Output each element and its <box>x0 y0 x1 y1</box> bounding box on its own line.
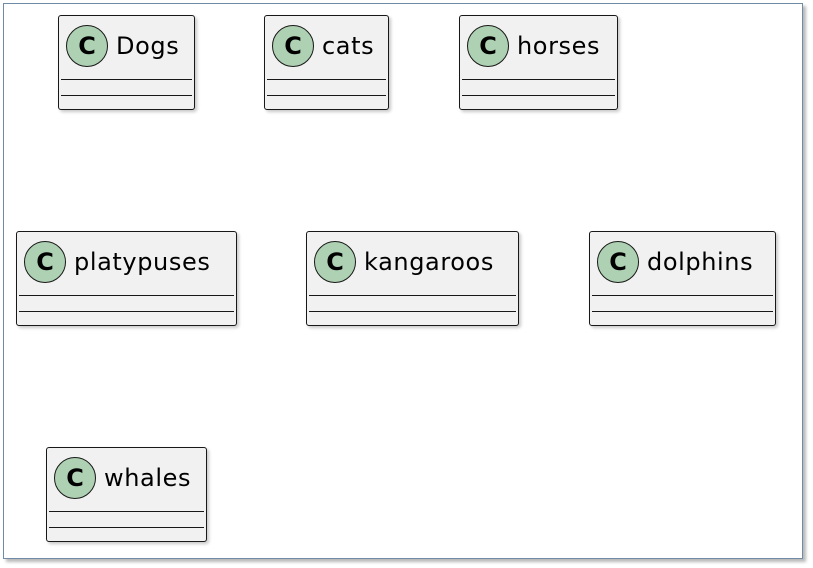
class-name: platypuses <box>74 248 211 276</box>
class-header: C platypuses <box>17 232 236 295</box>
class-name: dolphins <box>647 248 754 276</box>
class-horses[interactable]: C horses <box>459 15 618 110</box>
class-cats[interactable]: C cats <box>264 15 389 110</box>
class-badge-icon: C <box>54 457 96 499</box>
attributes-divider <box>462 79 615 80</box>
class-header: C kangaroos <box>307 232 518 295</box>
class-name: Dogs <box>116 32 180 60</box>
class-badge-icon: C <box>314 241 356 283</box>
class-platypuses[interactable]: C platypuses <box>16 231 237 326</box>
attributes-divider <box>49 511 204 512</box>
diagram-canvas: C Dogs C cats C horses C platypuses C <box>3 3 803 559</box>
class-name: kangaroos <box>364 248 494 276</box>
attributes-divider <box>267 79 386 80</box>
attributes-divider <box>309 295 516 296</box>
class-badge-icon: C <box>467 25 509 67</box>
attributes-divider <box>592 295 773 296</box>
class-whales[interactable]: C whales <box>46 447 207 542</box>
class-header: C cats <box>265 16 388 79</box>
class-header: C Dogs <box>59 16 194 79</box>
methods-divider <box>462 95 615 96</box>
methods-divider <box>309 311 516 312</box>
class-badge-icon: C <box>272 25 314 67</box>
class-header: C whales <box>47 448 206 511</box>
class-badge-icon: C <box>597 241 639 283</box>
class-badge-icon: C <box>24 241 66 283</box>
class-name: cats <box>322 32 375 60</box>
methods-divider <box>267 95 386 96</box>
attributes-divider <box>19 295 234 296</box>
class-name: horses <box>517 32 601 60</box>
class-header: C dolphins <box>590 232 775 295</box>
methods-divider <box>61 95 192 96</box>
class-badge-icon: C <box>66 25 108 67</box>
class-kangaroos[interactable]: C kangaroos <box>306 231 519 326</box>
class-header: C horses <box>460 16 617 79</box>
methods-divider <box>19 311 234 312</box>
methods-divider <box>49 527 204 528</box>
class-name: whales <box>104 464 192 492</box>
class-dolphins[interactable]: C dolphins <box>589 231 776 326</box>
class-dogs[interactable]: C Dogs <box>58 15 195 110</box>
methods-divider <box>592 311 773 312</box>
attributes-divider <box>61 79 192 80</box>
